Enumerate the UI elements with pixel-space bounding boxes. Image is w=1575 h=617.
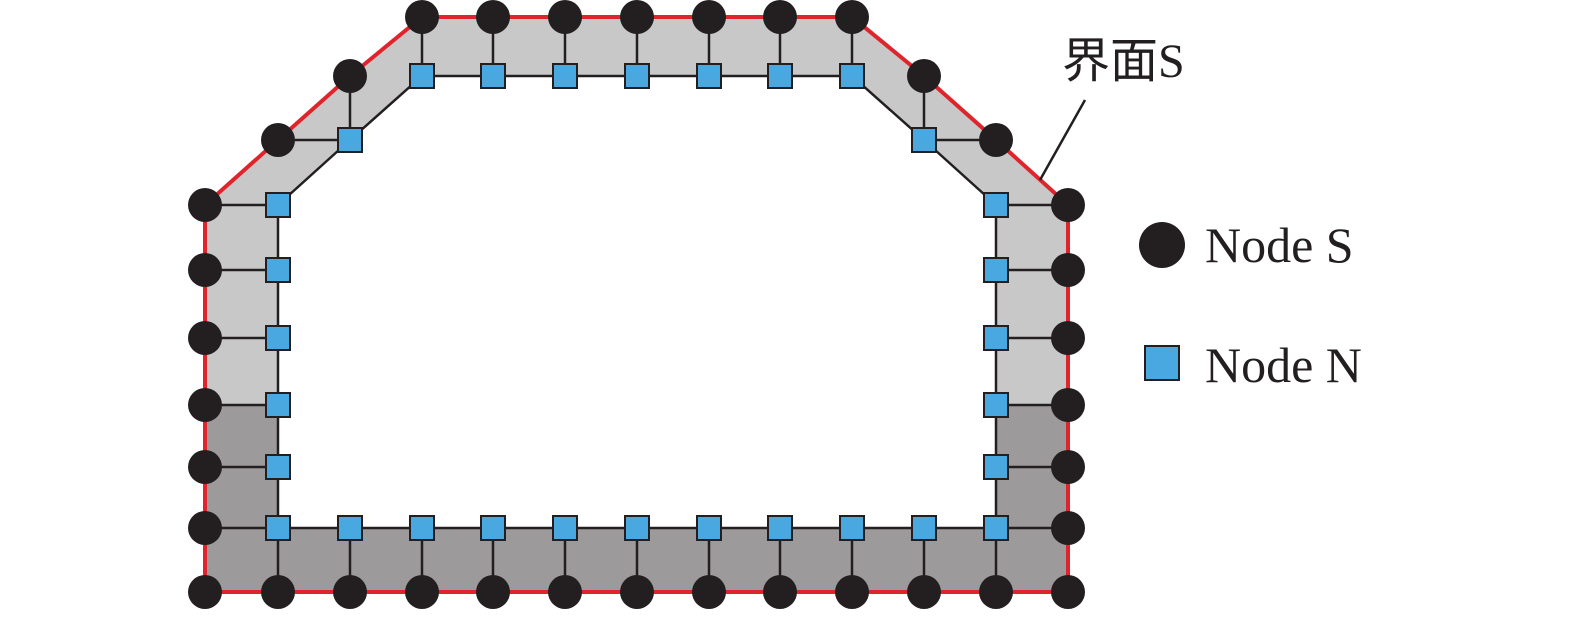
node-s (907, 575, 941, 609)
node-s (476, 0, 510, 34)
legend-node-n-label: Node N (1205, 337, 1362, 393)
node-s (692, 0, 726, 34)
inner-boundary (276, 74, 998, 530)
node-s (548, 575, 582, 609)
node-n (552, 63, 578, 89)
node-s (835, 0, 869, 34)
node-n (480, 63, 506, 89)
node-n (983, 192, 1009, 218)
node-s (188, 188, 222, 222)
node-s (405, 575, 439, 609)
node-s (188, 321, 222, 355)
legend-node-s-marker (1139, 222, 1185, 268)
node-s-group (188, 0, 1085, 609)
node-s (1051, 450, 1085, 484)
node-n (767, 515, 793, 541)
node-n (265, 257, 291, 283)
node-n (337, 515, 363, 541)
node-s (188, 253, 222, 287)
node-s (907, 59, 941, 93)
node-n (265, 392, 291, 418)
node-s (763, 575, 797, 609)
node-s (1051, 388, 1085, 422)
node-n (409, 515, 435, 541)
interface-label: 界面S (1062, 35, 1185, 88)
node-s (1051, 253, 1085, 287)
callout-leader (1038, 99, 1087, 181)
node-s (620, 575, 654, 609)
legend-node-n-marker (1144, 345, 1180, 381)
node-s (476, 575, 510, 609)
node-n (983, 454, 1009, 480)
node-n (767, 63, 793, 89)
node-n-group (265, 63, 1009, 541)
node-n (983, 392, 1009, 418)
node-s (261, 575, 295, 609)
node-s (188, 388, 222, 422)
node-s (1051, 188, 1085, 222)
node-n (624, 515, 650, 541)
node-n (552, 515, 578, 541)
node-s (1051, 511, 1085, 545)
node-n (265, 454, 291, 480)
node-s (548, 0, 582, 34)
node-s (1051, 575, 1085, 609)
node-n (337, 127, 363, 153)
node-s (261, 123, 295, 157)
node-n (409, 63, 435, 89)
node-s (620, 0, 654, 34)
node-s (835, 575, 869, 609)
node-s (188, 511, 222, 545)
node-s (333, 59, 367, 93)
node-n (480, 515, 506, 541)
node-s (188, 450, 222, 484)
node-n (983, 325, 1009, 351)
node-n (983, 515, 1009, 541)
node-s (405, 0, 439, 34)
node-s (763, 0, 797, 34)
node-n (265, 325, 291, 351)
node-n (265, 515, 291, 541)
legend-node-s-label: Node S (1205, 217, 1354, 273)
node-s (1051, 321, 1085, 355)
node-n (911, 515, 937, 541)
node-n (839, 515, 865, 541)
node-n (624, 63, 650, 89)
node-s (979, 123, 1013, 157)
node-n (911, 127, 937, 153)
node-n (696, 515, 722, 541)
node-s (979, 575, 1013, 609)
node-s (188, 575, 222, 609)
node-n (983, 257, 1009, 283)
node-s (333, 575, 367, 609)
node-n (696, 63, 722, 89)
node-s (692, 575, 726, 609)
node-n (265, 192, 291, 218)
node-n (839, 63, 865, 89)
